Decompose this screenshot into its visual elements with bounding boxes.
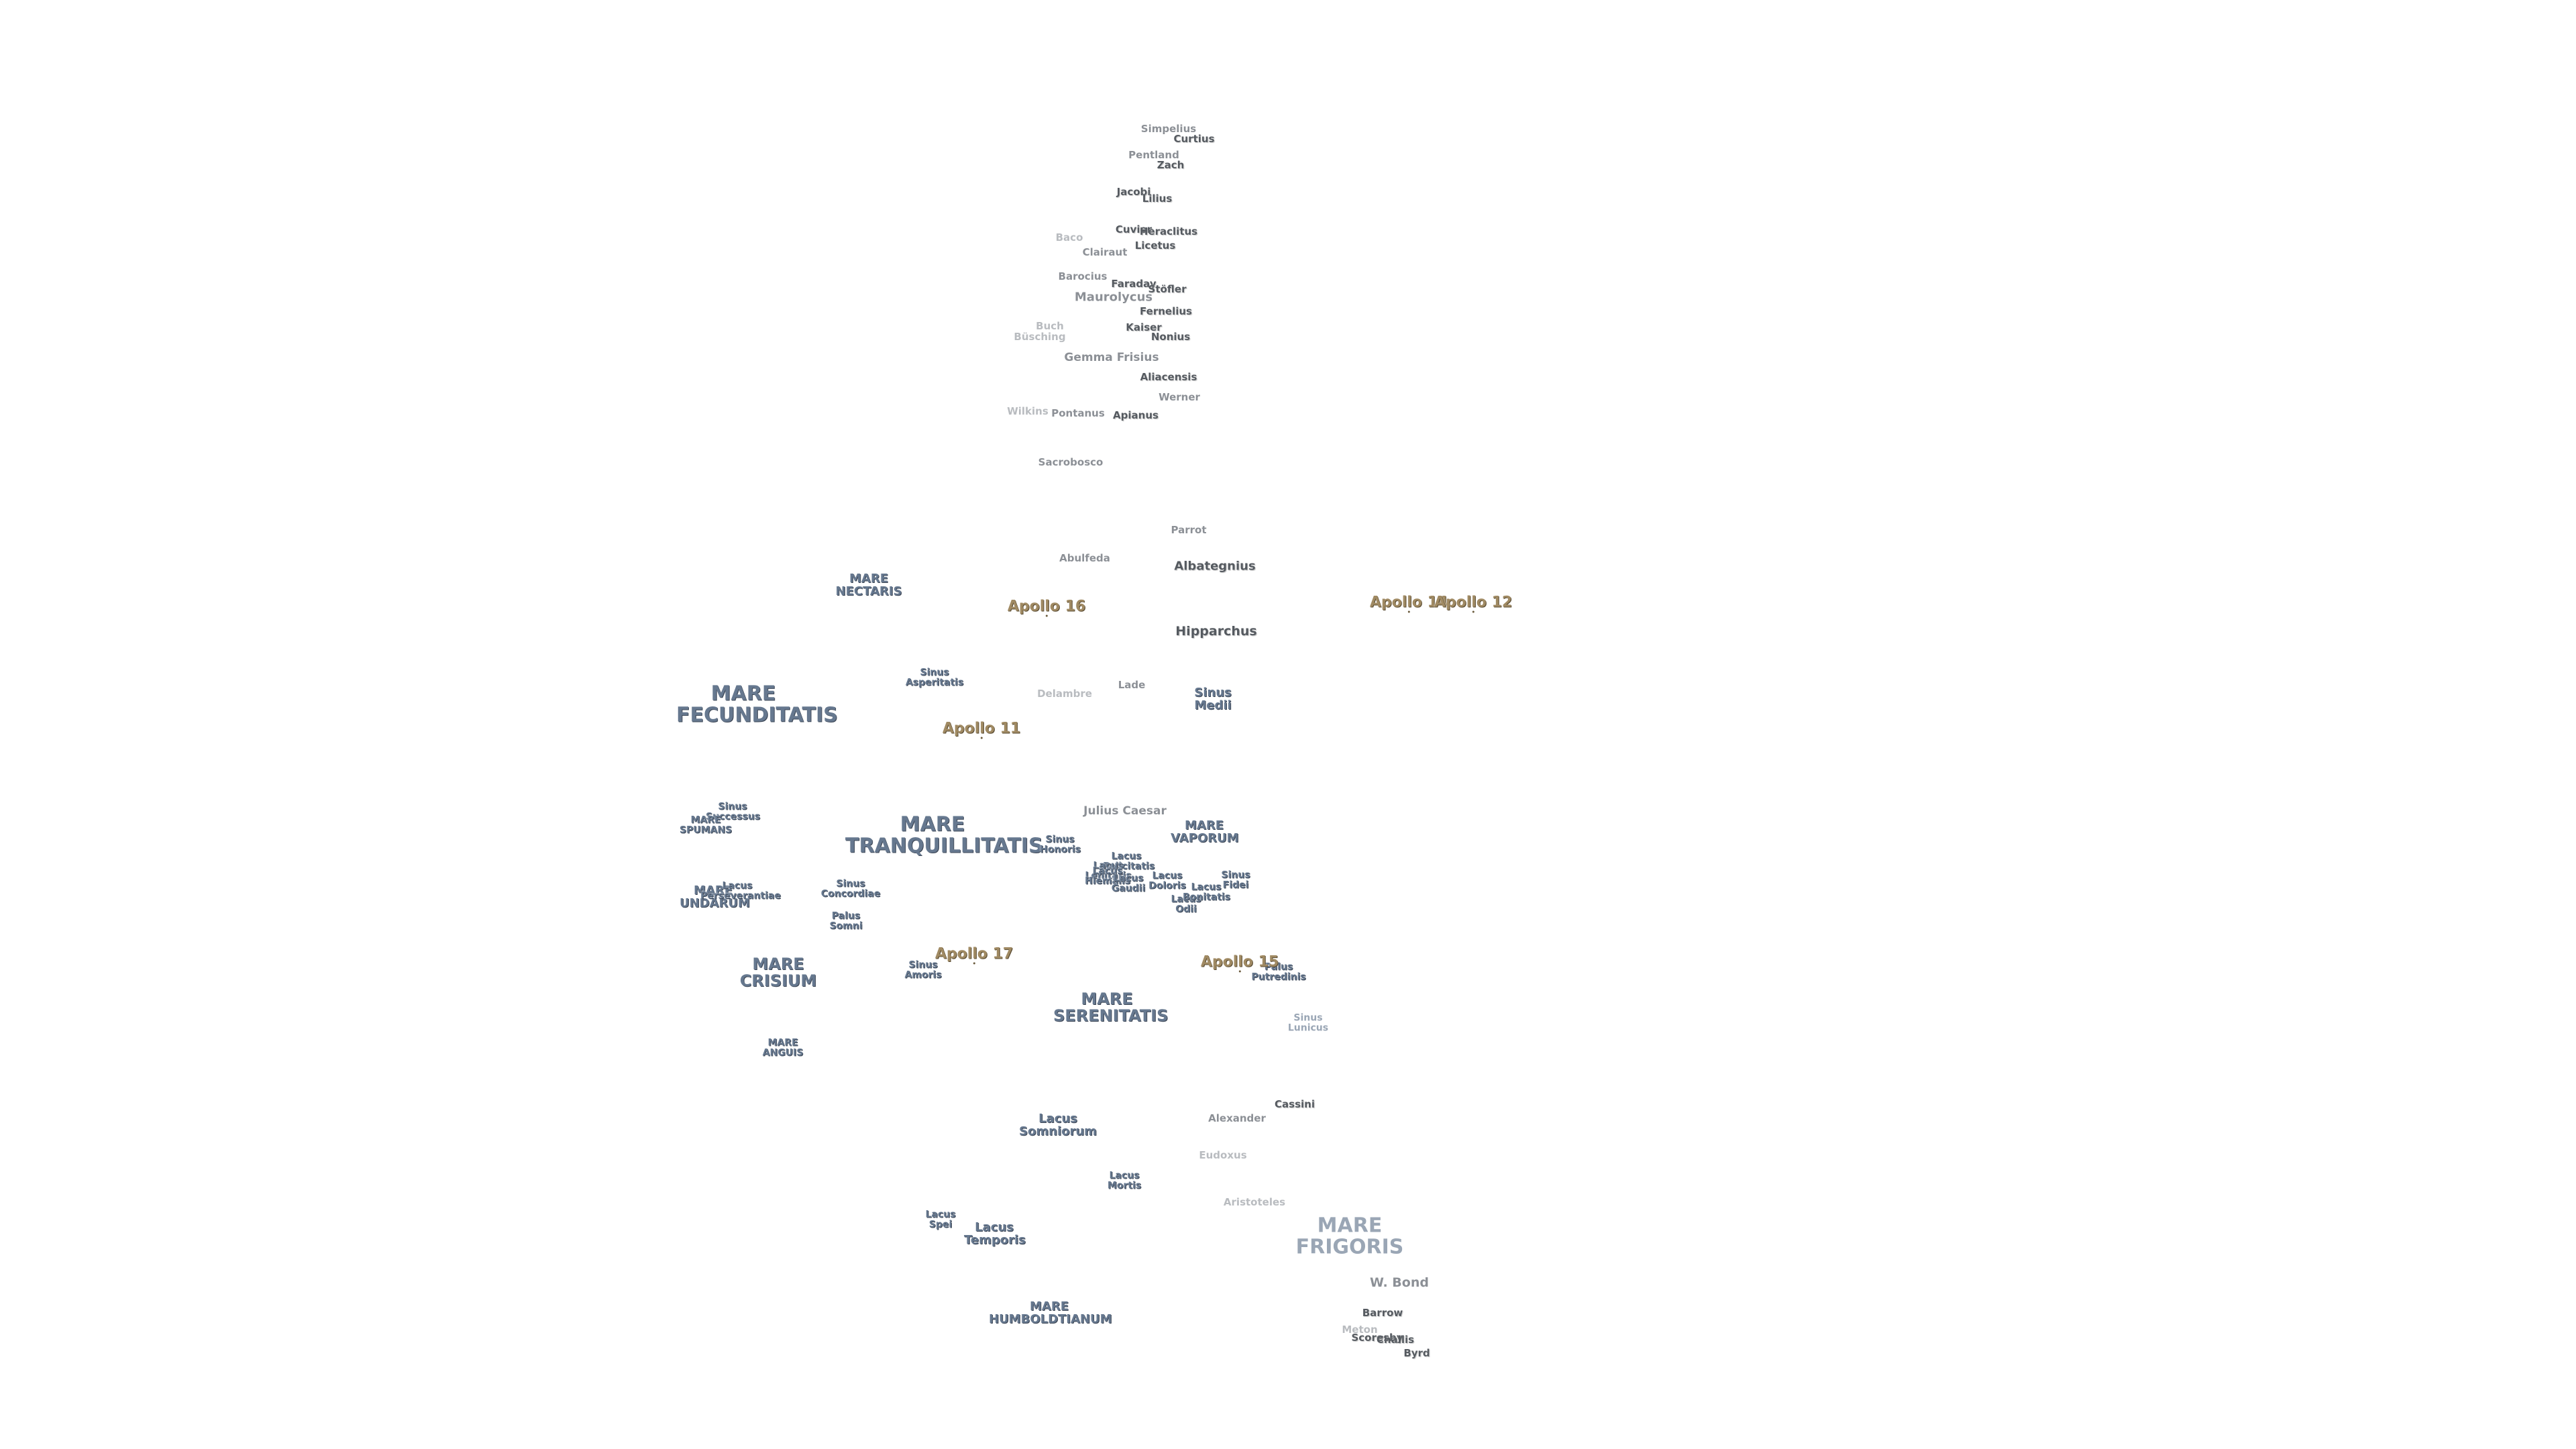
sea-label[interactable]: Lacus Odii xyxy=(1171,894,1201,914)
crater-label[interactable]: Nonius xyxy=(1150,331,1191,343)
crater-label[interactable]: Stöfler xyxy=(1148,283,1187,296)
crater-label[interactable]: Barrow xyxy=(1362,1307,1403,1320)
sea-label[interactable]: Sinus Asperitatis xyxy=(905,667,964,688)
crater-label[interactable]: Curtius xyxy=(1173,133,1215,146)
sea-label[interactable]: Sinus Concordiae xyxy=(820,878,881,899)
sea-label[interactable]: MARE TRANQUILLITATIS xyxy=(845,812,1043,857)
crater-label[interactable]: Pontanus xyxy=(1051,407,1105,420)
sea-label[interactable]: Lacus Felicitatis xyxy=(1103,851,1155,871)
crater-label[interactable]: Jacobi xyxy=(1116,186,1151,199)
crater-label[interactable]: Kaiser xyxy=(1126,321,1162,334)
crater-label[interactable]: Meton xyxy=(1342,1324,1378,1336)
crater-label[interactable]: Simpelius xyxy=(1140,123,1197,136)
crater-label[interactable]: Maurolycus xyxy=(1074,290,1153,305)
crater-label[interactable]: Lade xyxy=(1118,679,1146,692)
sea-label[interactable]: MARE FRIGORIS xyxy=(1295,1214,1404,1258)
crater-label[interactable]: Werner xyxy=(1159,391,1200,404)
crater-label[interactable]: Cassini xyxy=(1275,1098,1315,1111)
crater-label[interactable]: Fernelius xyxy=(1140,305,1192,318)
crater-label[interactable]: Cuvier xyxy=(1115,223,1152,236)
crater-label[interactable]: Gemma Frisius xyxy=(1064,351,1159,365)
crater-label[interactable]: Julius Caesar xyxy=(1083,804,1167,818)
sea-label[interactable]: Lacus Somniorum xyxy=(1019,1112,1097,1138)
landing-site-marker[interactable] xyxy=(1407,610,1410,613)
apollo-site-label[interactable]: Apollo 17 xyxy=(935,946,1013,965)
sea-label[interactable]: MARE VAPORUM xyxy=(1171,818,1239,845)
sea-label[interactable]: MARE UNDARUM xyxy=(680,883,750,910)
crater-label[interactable]: Clairaut xyxy=(1082,246,1128,259)
sea-label[interactable]: MARE SPUMANS xyxy=(679,814,733,835)
sea-label[interactable]: Sinus Amoris xyxy=(904,959,942,980)
apollo-site-label[interactable]: Apollo 11 xyxy=(943,720,1020,739)
sea-label[interactable]: Sinus Fidei xyxy=(1221,869,1250,890)
crater-label[interactable]: Apianus xyxy=(1113,409,1159,422)
crater-label[interactable]: Abulfeda xyxy=(1059,552,1110,565)
crater-label[interactable]: Parrot xyxy=(1171,524,1207,537)
sea-label[interactable]: Lacus Lenitatis xyxy=(1085,860,1132,881)
crater-label[interactable]: Challis xyxy=(1376,1334,1415,1346)
landing-site-marker[interactable] xyxy=(1238,970,1241,973)
apollo-site-label[interactable]: Apollo 15 xyxy=(1201,954,1279,973)
apollo-site-label[interactable]: Apollo 12 xyxy=(1434,594,1512,613)
crater-label[interactable]: Faraday xyxy=(1111,278,1157,290)
sea-label[interactable]: Lacus Doloris xyxy=(1148,870,1186,891)
sea-label[interactable]: Lacus Hiemalis xyxy=(1085,865,1130,886)
sea-label[interactable]: MARE SERENITATIS xyxy=(1053,989,1169,1025)
sea-label[interactable]: Palus Putredinis xyxy=(1251,961,1306,982)
crater-label[interactable]: Buch xyxy=(1036,320,1064,333)
crater-label[interactable]: Eudoxus xyxy=(1199,1149,1247,1162)
crater-label[interactable]: Hipparchus xyxy=(1175,624,1257,639)
crater-label[interactable]: Baco xyxy=(1055,231,1083,244)
sea-label[interactable]: Lacus Gaudii xyxy=(1111,873,1146,894)
landing-site-marker[interactable] xyxy=(1472,610,1474,613)
sea-label[interactable]: Lacus Mortis xyxy=(1107,1170,1142,1191)
sea-label[interactable]: MARE HUMBOLDTIANUM xyxy=(989,1299,1112,1326)
crater-label[interactable]: Büsching xyxy=(1014,331,1066,343)
sea-label[interactable]: Sinus Successus xyxy=(706,801,761,822)
sea-label[interactable]: MARE ANGUIS xyxy=(762,1037,804,1058)
sea-label[interactable]: MARE CRISIUM xyxy=(739,954,817,990)
crater-label[interactable]: Aristoteles xyxy=(1223,1196,1286,1209)
landing-site-marker[interactable] xyxy=(973,962,975,965)
sea-label[interactable]: Lacus Spei xyxy=(925,1209,956,1230)
landing-site-marker[interactable] xyxy=(980,737,983,739)
sea-label[interactable]: Lacus Perseverantiae xyxy=(700,880,781,901)
apollo-site-label[interactable]: Apollo 14 xyxy=(1370,594,1448,613)
crater-label[interactable]: Zach xyxy=(1157,159,1185,172)
landing-site-marker[interactable] xyxy=(1045,614,1048,617)
sea-label[interactable]: Lacus Bonitatis xyxy=(1183,881,1231,902)
crater-label[interactable]: Pentland xyxy=(1128,149,1179,162)
crater-label[interactable]: Lilius xyxy=(1142,193,1173,205)
crater-label[interactable]: Scoresby xyxy=(1351,1332,1403,1344)
crater-label[interactable]: Byrd xyxy=(1403,1347,1430,1360)
sea-label[interactable]: Sinus Medii xyxy=(1194,686,1232,712)
crater-label[interactable]: Heraclitus xyxy=(1139,225,1198,238)
crater-label[interactable]: Albategnius xyxy=(1174,559,1256,574)
crater-label[interactable]: Aliacensis xyxy=(1140,371,1197,384)
sea-label[interactable]: Lacus Temporis xyxy=(964,1220,1026,1247)
crater-label[interactable]: Alexander xyxy=(1208,1112,1266,1125)
apollo-site-label[interactable]: Apollo 16 xyxy=(1008,598,1085,617)
crater-label[interactable]: Sacrobosco xyxy=(1038,456,1104,469)
sea-label[interactable]: Sinus Lunicus xyxy=(1287,1012,1329,1033)
crater-label[interactable]: Barocius xyxy=(1058,270,1108,283)
crater-label[interactable]: Wilkins xyxy=(1007,405,1049,418)
sea-label[interactable]: MARE FECUNDITATIS xyxy=(676,682,838,727)
sea-label[interactable]: Palus Somni xyxy=(829,910,863,931)
sea-label[interactable]: MARE NECTARIS xyxy=(835,572,902,598)
crater-label[interactable]: W. Bond xyxy=(1370,1275,1429,1291)
crater-label[interactable]: Delambre xyxy=(1037,688,1092,700)
crater-label[interactable]: Licetus xyxy=(1134,239,1176,252)
sea-label[interactable]: Sinus Honoris xyxy=(1040,834,1081,855)
